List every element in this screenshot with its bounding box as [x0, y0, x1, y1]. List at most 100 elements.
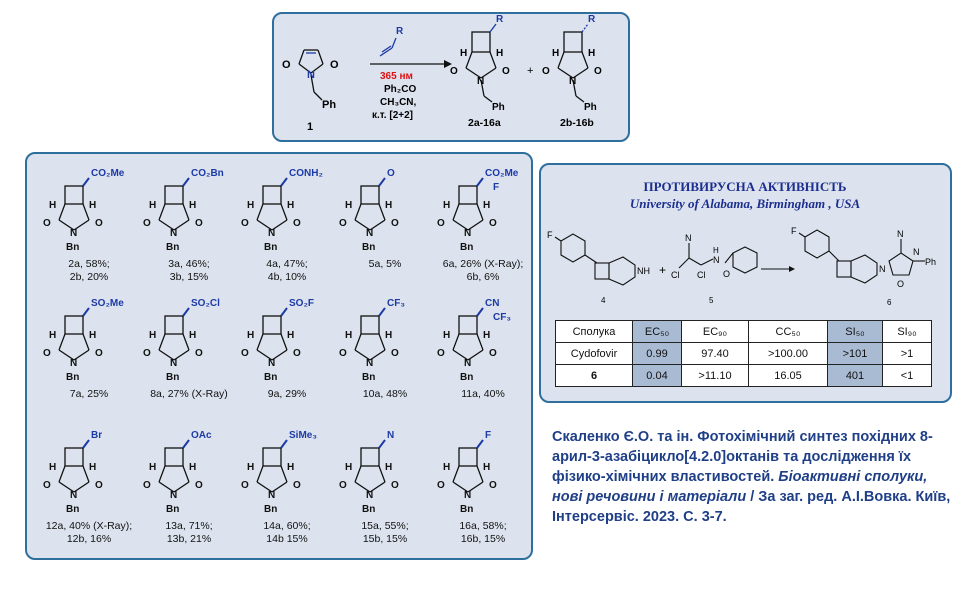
structure-5-h: H — [713, 246, 719, 255]
yield-line-b: 3b, 15% — [169, 271, 209, 283]
reference-publisher: / За заг. ред. А.І.Вовка. Київ, Інтерсер… — [552, 489, 951, 525]
atom-h: H — [247, 330, 254, 341]
cell: 401 — [827, 364, 883, 387]
structure-6-n-cyano: N — [897, 229, 904, 239]
compound-yield-label: 11a, 40% — [437, 388, 529, 401]
atom-o: O — [195, 480, 203, 491]
yield-line-a: 2a, 58%; — [68, 258, 110, 270]
header-ec90: EC₉₀ — [681, 320, 749, 343]
structure-4 — [554, 233, 636, 286]
product-b-h-left: H — [552, 48, 559, 59]
maleimide-structure — [298, 49, 324, 101]
benzyl-label: Bn — [460, 504, 473, 515]
atom-n: N — [170, 358, 177, 369]
compound-yield-label: 4a, 47%;4b, 10% — [241, 258, 333, 284]
atom-n: N — [366, 358, 373, 369]
yield-line-a: 7a, 25% — [69, 388, 109, 400]
atom-n: N — [70, 228, 77, 239]
compound-structure — [158, 177, 190, 231]
atom-o: O — [195, 348, 203, 359]
reference-book-title: Біоактивні сполуки, нові речовини і мате… — [552, 469, 928, 505]
header-ec50: EC₅₀ — [632, 320, 682, 343]
compound-structure — [452, 307, 484, 361]
reference-authors-title: Скаленко Є.О. та ін. Фотохімічний синтез… — [552, 429, 933, 485]
product-b-h-right: H — [588, 48, 595, 59]
cell: 6 — [555, 364, 633, 387]
atom-o: O — [391, 218, 399, 229]
atom-h: H — [345, 462, 352, 473]
yield-line-a: 4a, 47%; — [266, 258, 308, 270]
compound-structure — [354, 307, 386, 361]
substituent-label: SiMe₃ — [289, 430, 317, 441]
product-b-n: N — [569, 76, 576, 87]
atom-o: O — [391, 480, 399, 491]
atom-o: O — [293, 480, 301, 491]
yield-line-a: 3a, 46%; — [168, 258, 210, 270]
yield-line-b: 12b, 16% — [66, 533, 112, 545]
atom-o: O — [489, 480, 497, 491]
alkene-r-label: R — [396, 26, 404, 37]
atom-h: H — [385, 200, 392, 211]
maleimide-ph: Ph — [322, 99, 336, 111]
compound-structure — [354, 177, 386, 231]
table-row: Cydofovir 0.99 97.40 >100.00 >101 >1 — [555, 342, 932, 365]
cell: 0.04 — [632, 364, 682, 387]
structure-5-label: 5 — [709, 296, 714, 305]
atom-n: N — [366, 490, 373, 501]
atom-o: O — [43, 218, 51, 229]
substituent-label: OAc — [191, 430, 212, 441]
cell: 0.99 — [632, 342, 682, 365]
atom-h: H — [345, 200, 352, 211]
substituent-label: SO₂F — [289, 298, 314, 309]
benzyl-label: Bn — [264, 242, 277, 253]
cell: >11.10 — [681, 364, 749, 387]
product-b-ph: Ph — [584, 102, 597, 113]
product-a-r: R — [496, 14, 504, 25]
product-b-structure — [557, 23, 589, 103]
structure-6-n-ring: N — [879, 264, 886, 274]
compound-yield-label: 8a, 27% (X-Ray) — [143, 388, 235, 401]
structure-6-f: F — [791, 226, 797, 236]
atom-h: H — [443, 330, 450, 341]
benzyl-label: Bn — [166, 372, 179, 383]
atom-o: O — [339, 480, 347, 491]
benzyl-label: Bn — [66, 372, 79, 383]
atom-h: H — [89, 200, 96, 211]
product-a-o-left: O — [450, 66, 458, 77]
atom-h: H — [89, 330, 96, 341]
compound-structure — [158, 307, 190, 361]
compound-yield-label: 9a, 29% — [241, 388, 333, 401]
yield-line-b: 2b, 20% — [69, 271, 109, 283]
atom-h: H — [89, 462, 96, 473]
structure-4-nh: NH — [637, 266, 650, 276]
atom-h: H — [483, 200, 490, 211]
structure-6 — [798, 229, 925, 284]
atom-h: H — [49, 200, 56, 211]
condition-temp: к.т. [2+2] — [372, 110, 413, 121]
benzyl-label: Bn — [362, 242, 375, 253]
yield-line-a: 10a, 48% — [362, 388, 408, 400]
alkene-structure — [379, 37, 397, 57]
atom-o: O — [241, 218, 249, 229]
benzyl-label: Bn — [166, 504, 179, 515]
structure-4-f: F — [547, 230, 553, 240]
yield-line-b: 15b, 15% — [362, 533, 408, 545]
yield-line-a: 9a, 29% — [267, 388, 307, 400]
activity-table-wrap: Сполука EC₅₀ EC₉₀ CC₅₀ SI₅₀ SI₉₀ Cydofov… — [555, 320, 932, 387]
atom-h: H — [345, 330, 352, 341]
compound-structure — [256, 439, 288, 493]
atom-o: O — [241, 480, 249, 491]
header-compound: Сполука — [555, 320, 633, 343]
atom-n: N — [268, 490, 275, 501]
compound-yield-label: 2a, 58%;2b, 20% — [43, 258, 135, 284]
activity-structures: F NH 4 + N Cl Cl H N O 5 F N N N O Ph 6 — [547, 226, 936, 307]
condition-solvent: CH₃CN, — [380, 97, 417, 108]
compound-yield-label: 3a, 46%;3b, 15% — [143, 258, 235, 284]
compound-yield-label: 14a, 60%;14b 15% — [241, 520, 333, 546]
activity-subtitle: University of Alabama, Birmingham , USA — [629, 196, 861, 211]
structure-6-ph: Ph — [925, 257, 936, 267]
cell: Cydofovir — [555, 342, 633, 365]
compound-structure — [58, 439, 90, 493]
structure-5 — [678, 243, 758, 274]
atom-o: O — [95, 348, 103, 359]
